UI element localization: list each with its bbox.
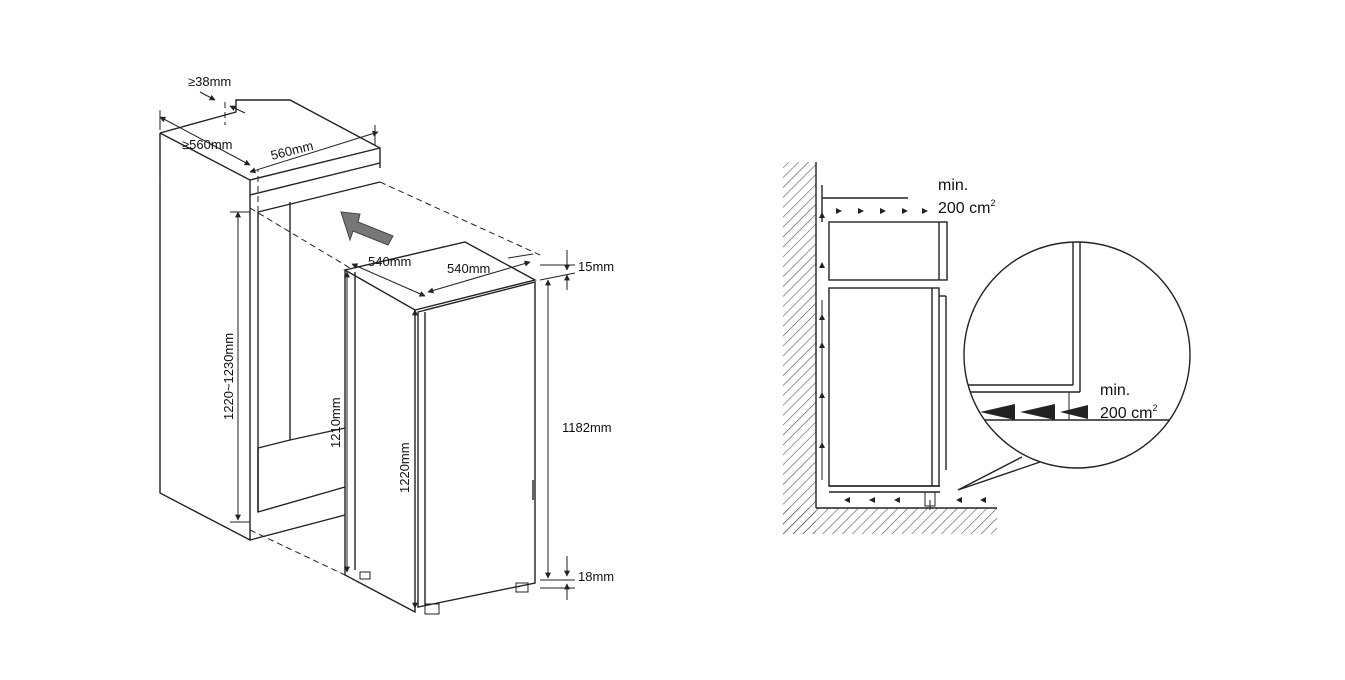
label-total-height: 1220mm: [397, 442, 412, 493]
dimension-lines: [159, 91, 576, 609]
detail-zoom-circle: [957, 241, 1191, 491]
insertion-arrow-icon: [340, 211, 394, 246]
niche-cabinet: [159, 99, 541, 576]
label-appliance-depth: 540mm: [368, 254, 411, 269]
label-vent-bottom-area: 200 cm2: [1100, 403, 1157, 422]
appliance-body: [343, 241, 537, 615]
label-vent-bottom-min: min.: [1100, 382, 1130, 399]
label-vent-top-area: 200 cm2: [938, 198, 995, 217]
label-niche-depth: ≥560mm: [182, 137, 232, 152]
label-niche-height: 1220~1230mm: [221, 333, 236, 420]
label-appliance-width: 540mm: [447, 261, 490, 276]
label-vent-top-min: min.: [938, 177, 968, 194]
appliance-side-view: [821, 221, 948, 510]
airflow-arrows: [819, 185, 986, 503]
label-top-gap: ≥38mm: [188, 74, 231, 89]
label-body-height: 1210mm: [328, 397, 343, 448]
label-door-height: 1182mm: [562, 420, 612, 435]
wall-section: [783, 162, 997, 534]
label-door-top-gap: 15mm: [578, 259, 614, 274]
label-door-bottom-gap: 18mm: [578, 569, 614, 584]
